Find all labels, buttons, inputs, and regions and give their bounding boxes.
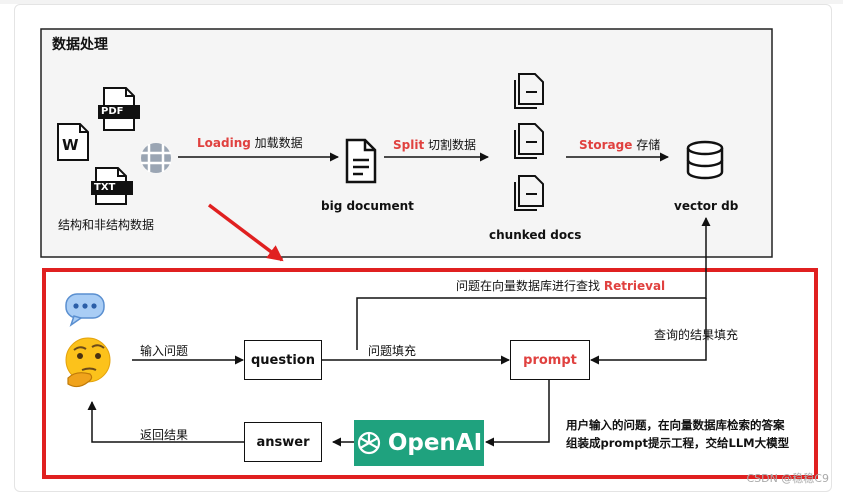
chunk-doc-icon-3 bbox=[514, 175, 544, 211]
word-file-label: W bbox=[62, 136, 79, 154]
split-label: Split 切割数据 bbox=[393, 136, 476, 153]
chunk-doc-icon-1 bbox=[514, 73, 544, 109]
web-globe-icon bbox=[141, 143, 171, 173]
data-processing-panel bbox=[40, 28, 773, 258]
query-fill-label: 查询的结果填充 bbox=[654, 328, 739, 342]
openai-knot-icon bbox=[357, 431, 380, 455]
txt-file-label: TXT bbox=[94, 182, 116, 193]
sources-caption: 结构和非结构数据 bbox=[58, 218, 155, 232]
retrieval-en: Retrieval bbox=[603, 279, 666, 293]
chunk-doc-icon-2 bbox=[514, 123, 544, 159]
return-result-label: 返回结果 bbox=[140, 428, 189, 442]
fill-question-label: 问题填充 bbox=[368, 344, 417, 358]
retrieval-zh: 问题在向量数据库进行查找 bbox=[456, 279, 601, 293]
loading-zh: 加载数据 bbox=[254, 136, 303, 150]
return-arrow bbox=[87, 401, 244, 443]
big-document-icon bbox=[345, 138, 377, 184]
txt-file-icon bbox=[91, 167, 133, 205]
data-processing-title: 数据处理 bbox=[52, 37, 108, 53]
watermark: CSDN @稳稳C9 bbox=[746, 472, 829, 485]
retrieval-arrow bbox=[356, 217, 711, 350]
storage-en: Storage bbox=[579, 138, 633, 152]
thinking-face-icon bbox=[65, 337, 111, 388]
chunked-docs-label: chunked docs bbox=[489, 228, 582, 242]
note-line-1: 用户输入的问题，在向量数据库检索的答案 bbox=[566, 418, 785, 432]
storage-zh: 存储 bbox=[636, 138, 661, 152]
storage-label: Storage 存储 bbox=[579, 136, 660, 153]
answer-box: answer bbox=[244, 422, 322, 462]
split-en: Split bbox=[393, 138, 425, 152]
loading-en: Loading bbox=[197, 136, 251, 150]
retrieval-label: 问题在向量数据库进行查找 Retrieval bbox=[456, 277, 665, 294]
big-document-label: big document bbox=[321, 199, 414, 213]
prompt-box: prompt bbox=[510, 340, 590, 380]
rag-frame bbox=[42, 268, 818, 479]
split-zh: 切割数据 bbox=[428, 138, 477, 152]
loading-label: Loading 加载数据 bbox=[197, 134, 303, 151]
vector-db-label: vector db bbox=[674, 199, 739, 213]
pdf-file-label: PDF bbox=[101, 106, 124, 117]
openai-label: OpenAI bbox=[387, 430, 483, 456]
red-pointer-arrow bbox=[207, 203, 284, 262]
note-line-2: 组装成prompt提示工程，交给LLM大模型 bbox=[566, 436, 790, 450]
database-icon bbox=[686, 140, 724, 180]
word-file-icon bbox=[57, 123, 89, 161]
chat-bubble-icon bbox=[65, 293, 105, 327]
pdf-file-icon bbox=[98, 87, 140, 131]
question-box: question bbox=[244, 340, 322, 380]
openai-logo: OpenAI bbox=[354, 420, 484, 466]
top-bar bbox=[0, 0, 843, 4]
input-question-label: 输入问题 bbox=[140, 344, 189, 358]
prompt-to-llm-arrow bbox=[485, 380, 550, 447]
query-fill-arrow bbox=[590, 298, 707, 365]
